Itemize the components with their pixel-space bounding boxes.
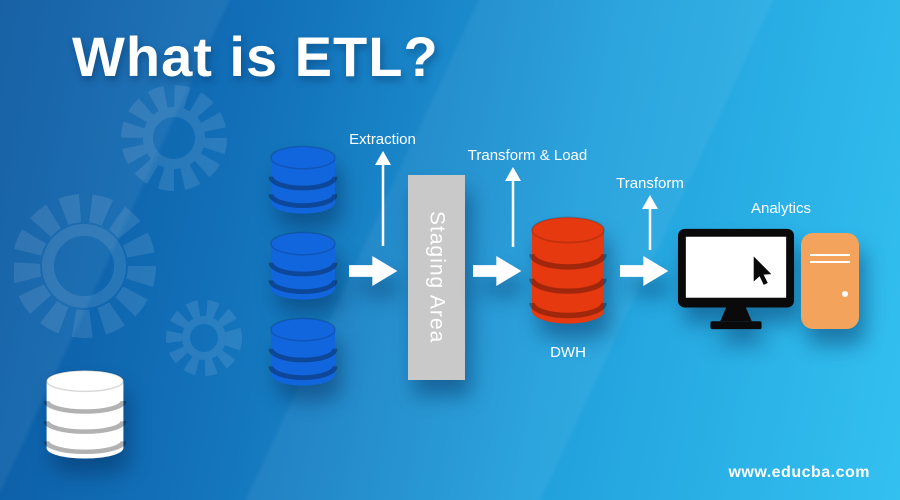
page-title: What is ETL? <box>72 25 439 88</box>
arrow-up-icon <box>642 195 658 250</box>
server-detail-dot <box>842 291 848 297</box>
database-icon <box>263 312 343 392</box>
database-icon <box>37 366 133 463</box>
dwh-label: DWH <box>550 344 586 361</box>
server-detail-line <box>810 254 850 256</box>
arrow-up-icon <box>504 167 521 247</box>
educba-watermark: www.educba.com <box>728 464 870 481</box>
arrow-up-icon <box>374 151 391 246</box>
staging-area-block: Staging Area <box>408 175 465 380</box>
arrow-right-icon <box>473 253 523 289</box>
transform-load-step: Transform & Load <box>455 147 600 247</box>
extraction-step: Extraction <box>330 131 435 246</box>
transform-label: Transform <box>616 175 684 192</box>
extraction-label: Extraction <box>349 131 416 148</box>
transform-step: Transform <box>595 175 705 250</box>
server-detail-line <box>810 261 850 263</box>
server-icon <box>801 233 859 329</box>
staging-area-label: Staging Area <box>425 211 449 344</box>
transform-load-label: Transform & Load <box>467 147 588 164</box>
monitor-icon <box>677 228 795 330</box>
cursor-arrow-icon <box>753 256 772 285</box>
arrow-right-icon <box>349 253 399 289</box>
gear-icon <box>14 85 242 376</box>
arrow-right-icon <box>620 253 670 289</box>
analytics-label: Analytics <box>750 200 812 217</box>
